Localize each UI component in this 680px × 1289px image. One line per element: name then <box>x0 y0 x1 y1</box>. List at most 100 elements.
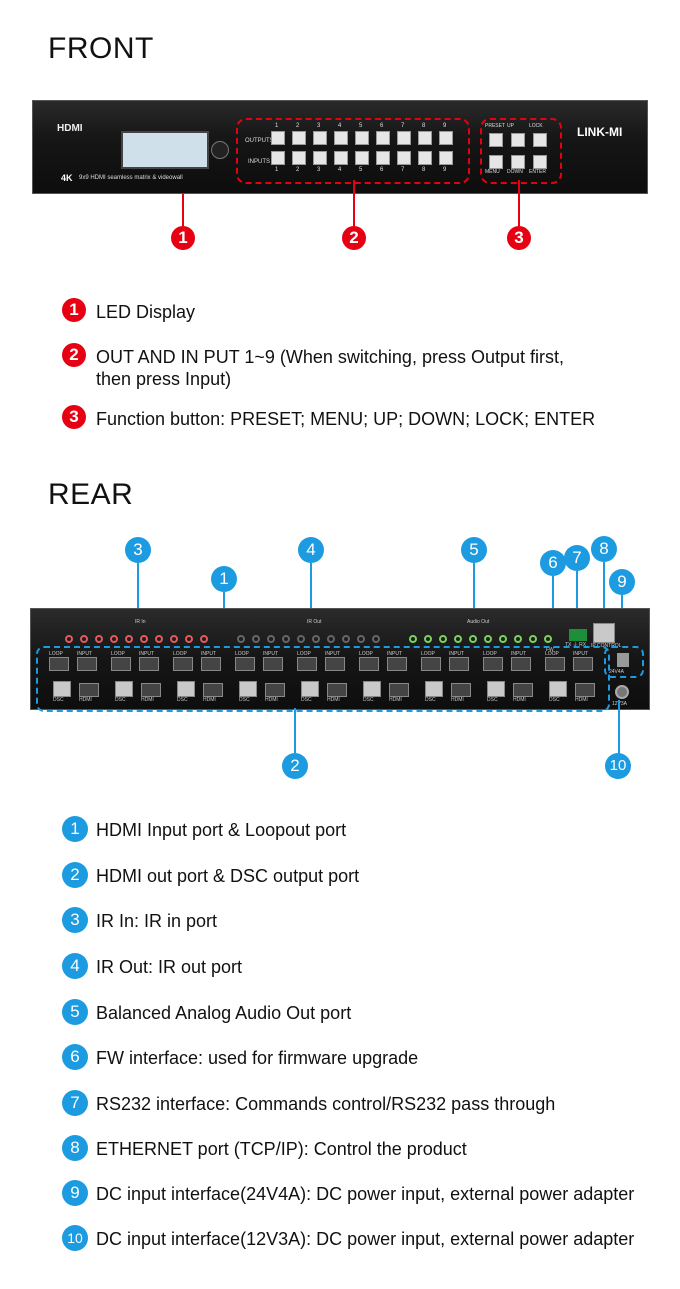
rear-item-5-badge: 5 <box>62 999 88 1025</box>
output-button-4 <box>334 131 348 145</box>
ir-out-jack <box>357 635 365 643</box>
led-display <box>121 131 209 169</box>
dsc-label: DSC <box>239 697 250 703</box>
rear-item-8-text: ETHERNET port (TCP/IP): Control the prod… <box>96 1139 467 1159</box>
rear-item-6-badge: 6 <box>62 1044 88 1070</box>
rear-item-2-badge: 2 <box>62 862 88 888</box>
hdmi-input-port <box>201 657 221 671</box>
dc12-jack <box>615 685 629 699</box>
rear-item-9-badge: 9 <box>62 1180 88 1206</box>
rear-callout-4: 4 <box>298 537 324 563</box>
input-label: INPUT <box>511 651 526 657</box>
hdmi-loop-port <box>483 657 503 671</box>
ir-out-jack <box>342 635 350 643</box>
hdmi-label: HDMI <box>513 697 526 703</box>
hdmi-label: HDMI <box>265 697 278 703</box>
inputs-label: INPUTS <box>248 159 271 165</box>
input-number-label: 6 <box>380 167 384 173</box>
output-number-label: 3 <box>317 123 321 129</box>
audio-out-jack <box>409 635 417 643</box>
hdmi-loop-port <box>173 657 193 671</box>
input-button-6 <box>376 151 390 165</box>
ir-in-jack <box>125 635 133 643</box>
rear-device-image: IR In IR Out Audio Out FW TX ⏚ RX IP CON… <box>30 608 650 710</box>
dsc-label: DSC <box>363 697 374 703</box>
loop-label: LOOP <box>421 651 435 657</box>
audio-out-jack <box>499 635 507 643</box>
hdmi-ports-highlight <box>36 646 610 712</box>
function-label: ENTER <box>529 169 546 175</box>
audio-out-jack <box>529 635 537 643</box>
dsc-port <box>487 681 505 697</box>
rear-item-4-badge: 4 <box>62 953 88 979</box>
rear-item-3-badge: 3 <box>62 907 88 933</box>
hdmi-loop-port <box>359 657 379 671</box>
hdmi-loop-port <box>111 657 131 671</box>
input-label: INPUT <box>201 651 216 657</box>
ir-in-jack <box>185 635 193 643</box>
rear-callout-2: 2 <box>282 753 308 779</box>
input-number-label: 5 <box>359 167 363 173</box>
front-callout-3: 3 <box>507 226 531 250</box>
rear-callout-9: 9 <box>609 569 635 595</box>
dsc-port <box>301 681 319 697</box>
function-button-down <box>511 155 525 169</box>
hdmi-label: HDMI <box>141 697 154 703</box>
ir-out-jack <box>372 635 380 643</box>
ir-out-jack <box>297 635 305 643</box>
callout-line-4 <box>310 563 312 626</box>
rear-item-1-text: HDMI Input port & Loopout port <box>96 820 347 840</box>
function-button-menu <box>489 155 503 169</box>
dsc-port <box>177 681 195 697</box>
function-label: UP <box>507 123 514 129</box>
rear-item-5-text: Balanced Analog Audio Out port <box>96 1003 352 1023</box>
loop-label: LOOP <box>359 651 373 657</box>
input-button-3 <box>313 151 327 165</box>
output-number-label: 4 <box>338 123 342 129</box>
function-button-preset <box>489 133 503 147</box>
input-button-8 <box>418 151 432 165</box>
outputs-label: OUTPUTS <box>245 138 274 144</box>
loop-label: LOOP <box>173 651 187 657</box>
input-number-label: 8 <box>422 167 426 173</box>
ir-in-jack <box>80 635 88 643</box>
input-number-label: 7 <box>401 167 405 173</box>
input-label: INPUT <box>387 651 402 657</box>
audio-out-jack <box>484 635 492 643</box>
output-number-label: 9 <box>443 123 447 129</box>
function-button-enter <box>533 155 547 169</box>
dsc-port <box>239 681 257 697</box>
output-button-2 <box>292 131 306 145</box>
loop-label: LOOP <box>235 651 249 657</box>
fw-label: FW <box>546 647 554 653</box>
hdmi-input-port <box>511 657 531 671</box>
loop-label: LOOP <box>111 651 125 657</box>
hdmi-label: HDMI <box>451 697 464 703</box>
hdmi-label: HDMI <box>327 697 340 703</box>
hdmi-input-port <box>573 657 593 671</box>
input-button-1 <box>271 151 285 165</box>
audio-out-jack <box>454 635 462 643</box>
hdmi-output-port <box>265 683 285 697</box>
rear-item-7-badge: 7 <box>62 1090 88 1116</box>
rear-item-9-text: DC input interface(24V4A): DC power inpu… <box>96 1184 635 1204</box>
function-label: LOCK <box>529 123 543 129</box>
callout-line-3 <box>518 180 520 228</box>
audio-out-jack <box>424 635 432 643</box>
ir-in-jack <box>140 635 148 643</box>
hdmi-output-port <box>79 683 99 697</box>
hdmi-input-port <box>139 657 159 671</box>
output-button-6 <box>376 131 390 145</box>
dsc-label: DSC <box>177 697 188 703</box>
front-item-3-badge: 3 <box>62 405 86 429</box>
front-title: FRONT <box>48 32 154 65</box>
audio-out-jack <box>514 635 522 643</box>
ir-out-jack <box>327 635 335 643</box>
callout-line-3 <box>137 563 139 626</box>
ir-in-jack <box>65 635 73 643</box>
output-button-3 <box>313 131 327 145</box>
hdmi-loop-port <box>545 657 565 671</box>
input-button-4 <box>334 151 348 165</box>
callout-line-5 <box>473 563 475 626</box>
front-item-1-text: LED Display <box>96 302 196 322</box>
